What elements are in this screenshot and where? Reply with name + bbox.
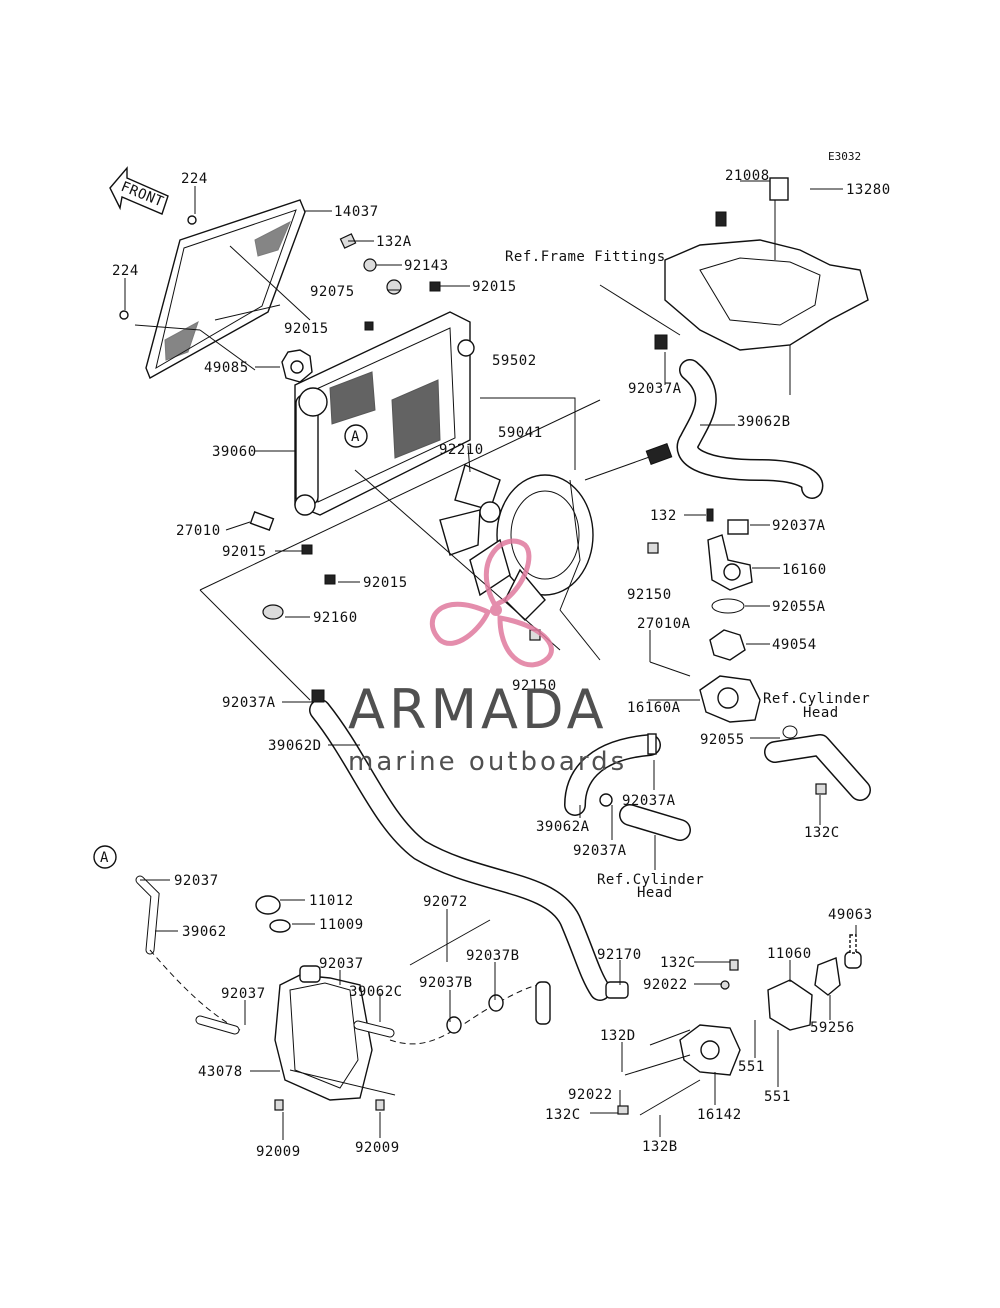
label-11009: 11009	[319, 917, 364, 933]
label-132c: 132C	[545, 1107, 581, 1123]
label-39062b: 39062B	[737, 414, 791, 430]
thermostat-housing	[706, 508, 753, 661]
label-224: 224	[181, 171, 208, 187]
reservoir-tank	[255, 895, 385, 1111]
label-132c: 132C	[660, 955, 696, 971]
label-11012: 11012	[309, 893, 354, 909]
label-132a: 132A	[376, 234, 412, 250]
label-92037: 92037	[174, 873, 219, 889]
label-92037a: 92037A	[573, 843, 627, 859]
leader-lines	[124, 180, 857, 1140]
label-49063: 49063	[828, 907, 873, 923]
label-21008: 21008	[725, 168, 770, 184]
label-92037a: 92037A	[222, 695, 276, 711]
part-labels: 224 224 14037 132A 92143 92075 92015 920…	[112, 168, 891, 1160]
label-16160: 16160	[782, 562, 827, 578]
label-92015: 92015	[284, 321, 329, 337]
label-92037a: 92037A	[622, 793, 676, 809]
label-92037: 92037	[319, 956, 364, 972]
ref-frame-fittings: Ref.Frame Fittings	[505, 249, 666, 265]
label-132c: 132C	[804, 825, 840, 841]
label-43078: 43078	[198, 1064, 243, 1080]
label-39062: 39062	[182, 924, 227, 940]
label-92015: 92015	[472, 279, 517, 295]
label-92037: 92037	[221, 986, 266, 1002]
label-92009: 92009	[256, 1144, 301, 1160]
ref-cylinder-head-1-head: Head	[803, 705, 839, 721]
cooling-fan	[439, 443, 673, 661]
label-92037b: 92037B	[419, 975, 473, 991]
label-92037a: 92037A	[772, 518, 826, 534]
label-39060: 39060	[212, 444, 257, 460]
label-27010a: 27010A	[637, 616, 691, 632]
label-132: 132	[650, 508, 677, 524]
pump-cover	[767, 934, 862, 1031]
radiator	[294, 311, 475, 516]
hose-39062b	[676, 359, 824, 499]
label-49054: 49054	[772, 637, 817, 653]
cylinder-head-pipe-right	[764, 734, 871, 801]
ref-cylinder-head-1: Ref.Cylinder	[763, 691, 870, 707]
water-pump	[605, 959, 741, 1116]
armada-logo-icon	[429, 538, 554, 668]
label-92150: 92150	[512, 678, 557, 694]
label-39062d: 39062D	[268, 738, 322, 754]
radiator-screen	[119, 199, 306, 380]
label-92037a: 92037A	[628, 381, 682, 397]
label-92143: 92143	[404, 258, 449, 274]
label-92055a: 92055A	[772, 599, 826, 615]
label-39062a: 39062A	[536, 819, 590, 835]
label-132d: 132D	[600, 1028, 636, 1044]
label-92075: 92075	[310, 284, 355, 300]
watermark-tagline: marine outboards	[348, 747, 627, 777]
callout-a-radiator: A	[344, 424, 368, 448]
label-11060: 11060	[767, 946, 812, 962]
frame-fittings	[654, 177, 869, 395]
callout-a-label-2: A	[100, 850, 109, 866]
overflow-hoses	[135, 875, 551, 1045]
callout-a-label: A	[351, 429, 360, 445]
label-59256: 59256	[810, 1020, 855, 1036]
hose-39062d	[309, 689, 611, 1001]
label-59502: 59502	[492, 353, 537, 369]
reference-labels: Ref.Frame Fittings Ref.Cylinder Head Ref…	[505, 249, 870, 901]
ref-cylinder-head-2-head: Head	[637, 885, 673, 901]
label-551: 551	[764, 1089, 791, 1105]
ref-cylinder-head-2: Ref.Cylinder	[597, 872, 704, 888]
label-224: 224	[112, 263, 139, 279]
label-27010: 27010	[176, 523, 221, 539]
label-49085: 49085	[204, 360, 249, 376]
diagram-code: E3032	[828, 150, 861, 163]
label-92015: 92015	[363, 575, 408, 591]
hose-39062a	[564, 733, 691, 841]
label-16142: 16142	[697, 1107, 742, 1123]
label-92170: 92170	[597, 947, 642, 963]
label-39062c: 39062C	[349, 984, 403, 1000]
label-92072: 92072	[423, 894, 468, 910]
label-92055: 92055	[700, 732, 745, 748]
label-92160: 92160	[313, 610, 358, 626]
callout-a-tank: A	[93, 845, 117, 869]
label-92022: 92022	[643, 977, 688, 993]
label-551: 551	[738, 1059, 765, 1075]
watermark-brand: ARMADA	[348, 678, 608, 741]
label-92015: 92015	[222, 544, 267, 560]
label-92210: 92210	[439, 442, 484, 458]
radiator-cap	[281, 349, 313, 383]
front-arrow-icon: FRONT	[109, 166, 169, 215]
label-14037: 14037	[334, 204, 379, 220]
label-92150: 92150	[627, 587, 672, 603]
watermark: ARMADA marine outboards	[348, 538, 627, 777]
label-132b: 132B	[642, 1139, 678, 1155]
label-92022: 92022	[568, 1087, 613, 1103]
label-92037b: 92037B	[466, 948, 520, 964]
label-13280: 13280	[846, 182, 891, 198]
label-59041: 59041	[498, 425, 543, 441]
label-16160a: 16160A	[627, 700, 681, 716]
label-92009: 92009	[355, 1140, 400, 1156]
